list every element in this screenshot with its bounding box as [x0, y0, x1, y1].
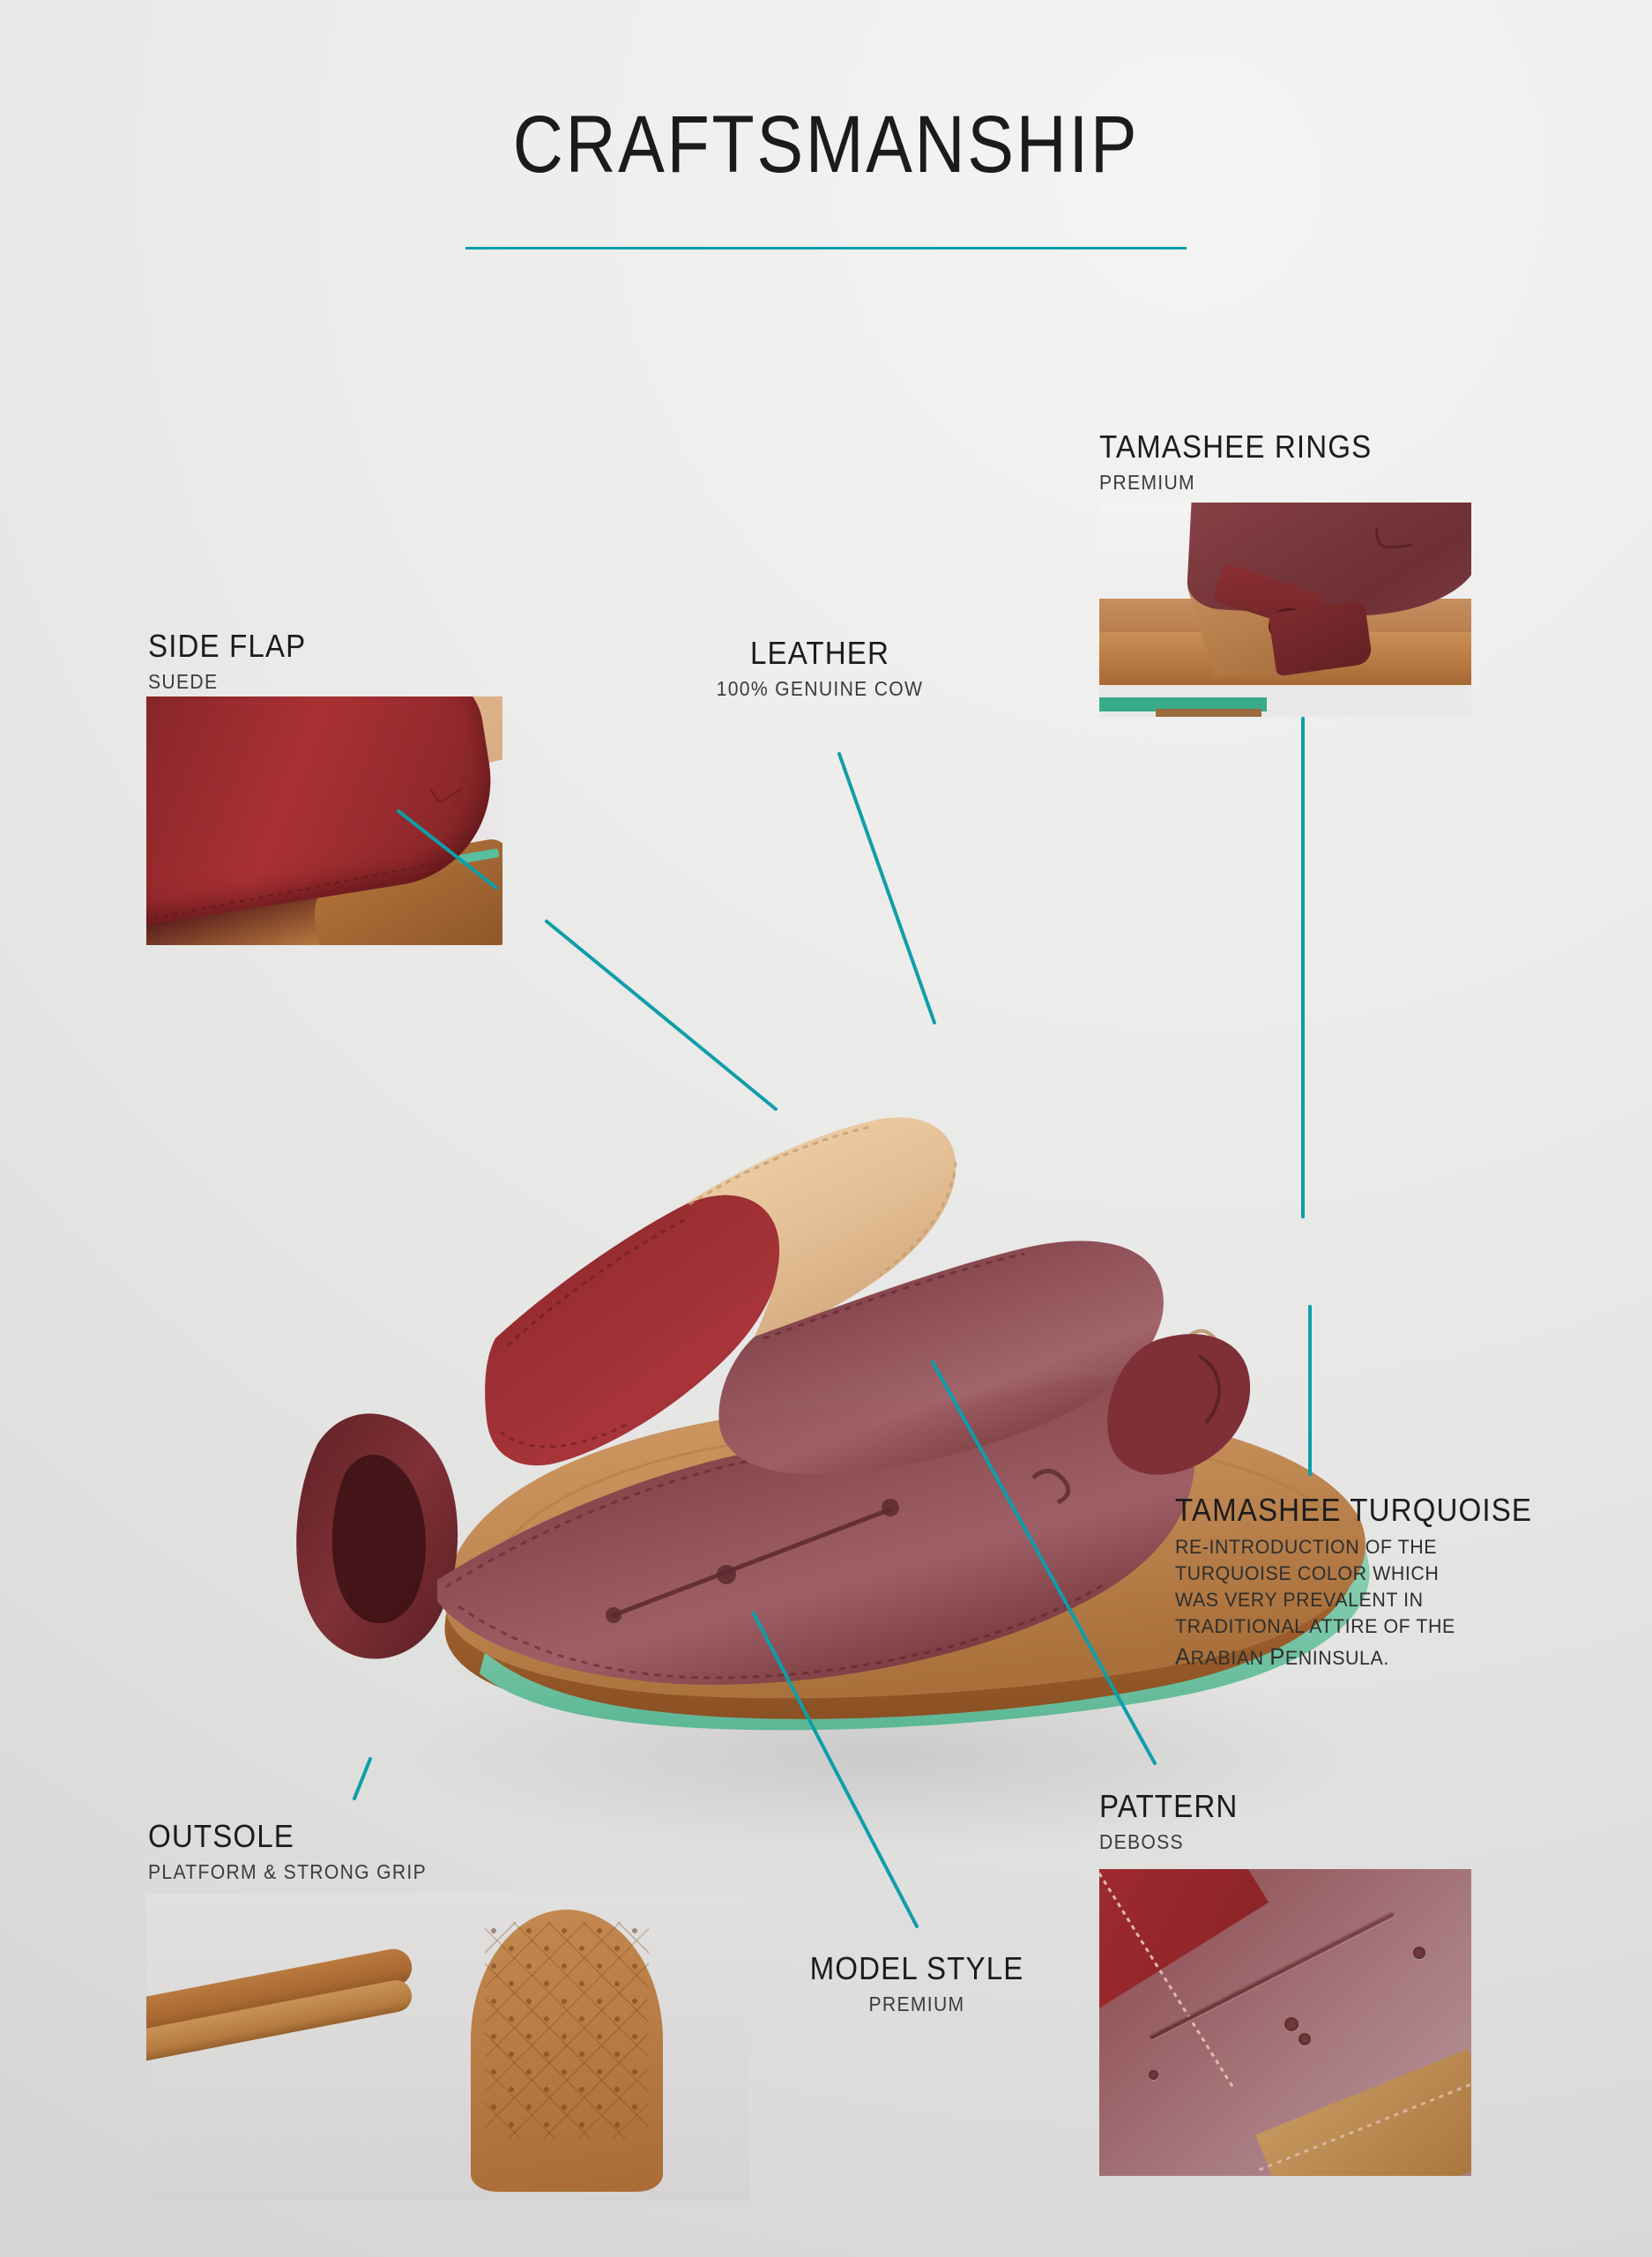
label-outsole: OUTSOLE PLATFORM & STRONG GRIP [148, 1818, 450, 1884]
pattern-title: PATTERN [1099, 1788, 1239, 1824]
main-product-image [296, 1117, 1375, 1851]
tamashee-rings-inset-photo [1099, 503, 1471, 717]
outsole-title: OUTSOLE [148, 1818, 295, 1854]
tamashee-rings-title: TAMASHEE RINGS [1099, 428, 1373, 465]
label-tamashee-rings: TAMASHEE RINGS PREMIUM [1099, 428, 1395, 495]
red-upper-strap [485, 1195, 781, 1466]
label-leather: LEATHER 100% GENUINE COW [688, 635, 952, 701]
tamashee-turquoise-body: RE-INTRODUCTION OF THE TURQUOISE COLOR W… [1175, 1534, 1527, 1672]
model-style-subtitle: PREMIUM [868, 1993, 965, 2015]
turquoise-body-line-4: TRADITIONAL ATTIRE OF THE [1175, 1615, 1455, 1638]
model-style-title: MODEL STYLE [809, 1950, 1024, 1986]
turquoise-body-line-2: TURQUOISE COLOR WHICH [1175, 1562, 1440, 1585]
turquoise-midsole [480, 1545, 1370, 1731]
side-flap-title: SIDE FLAP [148, 628, 307, 664]
outsole-inset-photo [146, 1894, 749, 2201]
deboss-knot [717, 1565, 736, 1584]
outsole-subtitle: PLATFORM & STRONG GRIP [148, 1860, 427, 1883]
leather-subtitle: 100% GENUINE COW [716, 677, 924, 700]
page-title-block: CRAFTSMANSHIP [0, 104, 1652, 185]
label-side-flap: SIDE FLAP SUEDE [148, 628, 320, 694]
tamashee-rings-subtitle: PREMIUM [1099, 471, 1195, 494]
vamp-stitch-top [445, 1388, 1057, 1589]
pattern-deboss-inset-photo [1099, 1869, 1471, 2176]
page-title: CRAFTSMANSHIP [512, 100, 1140, 190]
label-pattern: PATTERN DEBOSS [1099, 1788, 1250, 1854]
tamashee-turquoise-title: TAMASHEE TURQUOISE [1175, 1492, 1533, 1528]
turquoise-body-line-5: ARABIAN PENINSULA. [1175, 1642, 1389, 1670]
pattern-subtitle: DEBOSS [1099, 1830, 1184, 1853]
turquoise-body-line-1: RE-INTRODUCTION OF THE [1175, 1536, 1438, 1558]
title-accent-rule [465, 247, 1187, 250]
leather-title: LEATHER [749, 635, 890, 671]
label-tamashee-turquoise: TAMASHEE TURQUOISE [1175, 1492, 1563, 1529]
side-flap-subtitle: SUEDE [148, 670, 219, 693]
turquoise-body-line-3: WAS VERY PREVALENT IN [1175, 1589, 1424, 1612]
label-model-style: MODEL STYLE PREMIUM [776, 1950, 1058, 2016]
deboss-cord [611, 1507, 893, 1618]
